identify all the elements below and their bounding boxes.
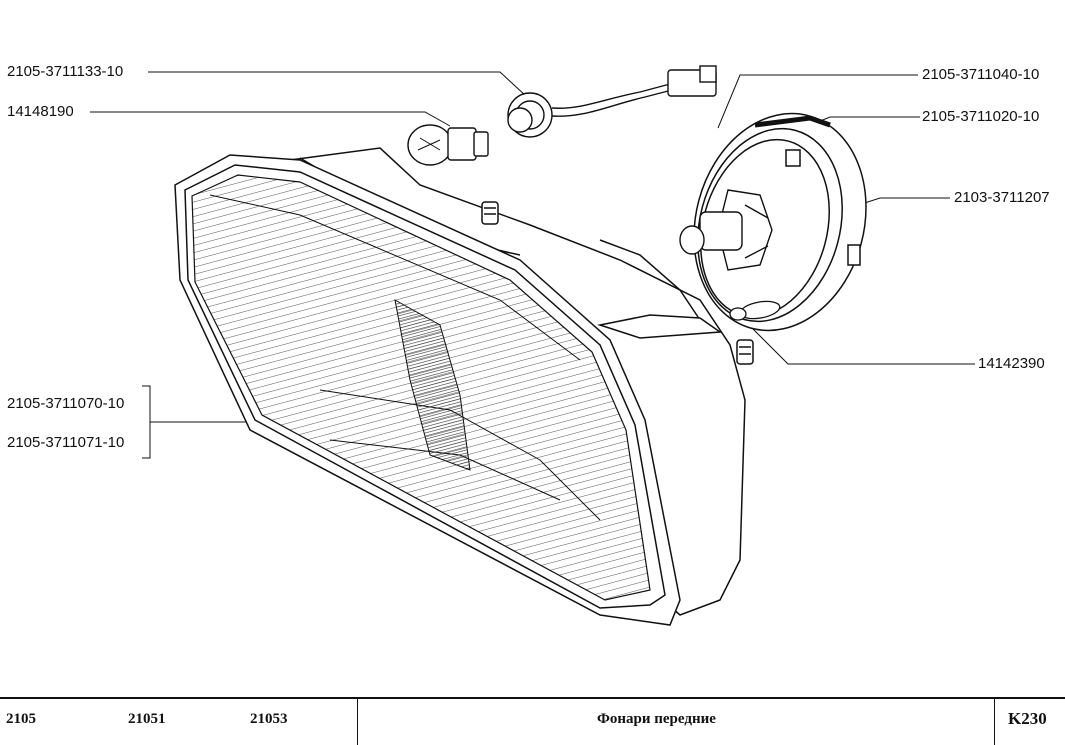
small-bulb-part: [729, 300, 781, 321]
leader-side-bulb: [90, 111, 451, 127]
title-block-divider: [994, 699, 995, 745]
callout-headlamp-left: 2105-3711070-10: [7, 395, 125, 412]
model-21051: 21051: [128, 711, 166, 727]
model-2105: 2105: [6, 711, 36, 727]
callout-side-bulb: 14148190: [7, 103, 74, 120]
leader-small-bulb: [741, 317, 975, 365]
leader-headlamp: [142, 385, 151, 459]
title-block-divider: [357, 699, 358, 745]
sheet-number: K230: [1008, 709, 1047, 728]
title-block: 2105 21051 21053 Фонари передние K230: [0, 697, 1065, 745]
side-bulb-part: [407, 124, 489, 166]
callout-headlamp-right: 2105-3711071-10: [7, 434, 125, 451]
callout-halogen-bulb: 2103-3711207: [954, 189, 1050, 206]
halogen-bulb-part: [679, 189, 773, 271]
model-21053: 21053: [250, 711, 288, 727]
callout-small-bulb: 14142390: [978, 355, 1045, 372]
callout-connector: 2105-3711133-10: [7, 63, 124, 80]
leader-connector: [148, 71, 527, 97]
headlamp-lens: [191, 174, 651, 601]
leader-cap: [717, 74, 918, 129]
callout-reflector-ring: 2105-3711020-10: [922, 108, 1040, 125]
callout-cap: 2105-3711040-10: [922, 66, 1040, 83]
connector-part: [507, 65, 717, 138]
leader-lines: [90, 71, 975, 459]
sheet-title: Фонари передние: [597, 711, 716, 727]
